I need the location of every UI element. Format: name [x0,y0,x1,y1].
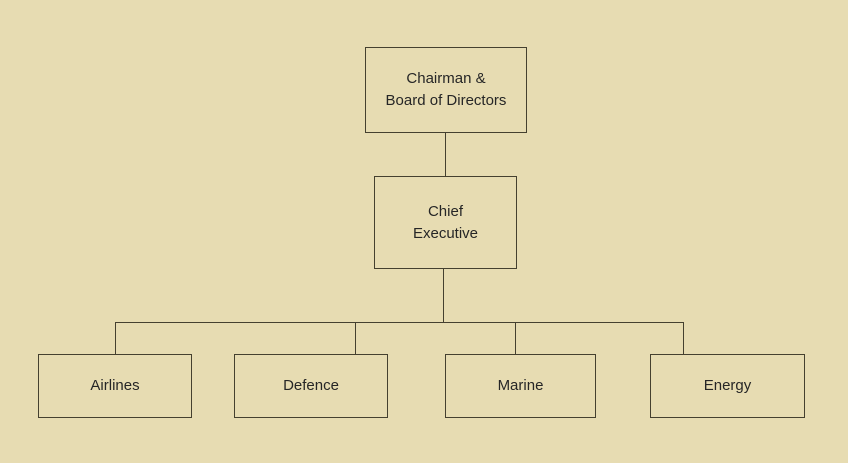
org-node-chief-executive: Chief Executive [374,176,517,269]
org-node-chief-executive-label: Chief Executive [412,202,479,242]
org-node-chairman-board-label: Chairman & Board of Directors [385,70,507,109]
org-node-energy-label: Energy [703,377,752,395]
connector-chairman-to-chief [445,133,446,176]
org-node-airlines-label: Airlines [90,377,140,395]
org-node-marine-label: Marine [497,377,544,395]
connector-bus-to-marine [515,322,516,354]
connector-horizontal-bus [115,322,684,323]
org-node-defence: Defence [234,354,388,418]
connector-chief-to-bus [443,269,444,322]
connector-bus-to-airlines [115,322,116,354]
connector-bus-to-defence [355,322,356,354]
connector-bus-to-energy [683,322,684,354]
org-node-energy: Energy [650,354,805,418]
org-node-marine: Marine [445,354,596,418]
org-node-chairman-board: Chairman & Board of Directors [365,47,527,133]
org-node-defence-label: Defence [283,377,339,395]
org-node-airlines: Airlines [38,354,192,418]
